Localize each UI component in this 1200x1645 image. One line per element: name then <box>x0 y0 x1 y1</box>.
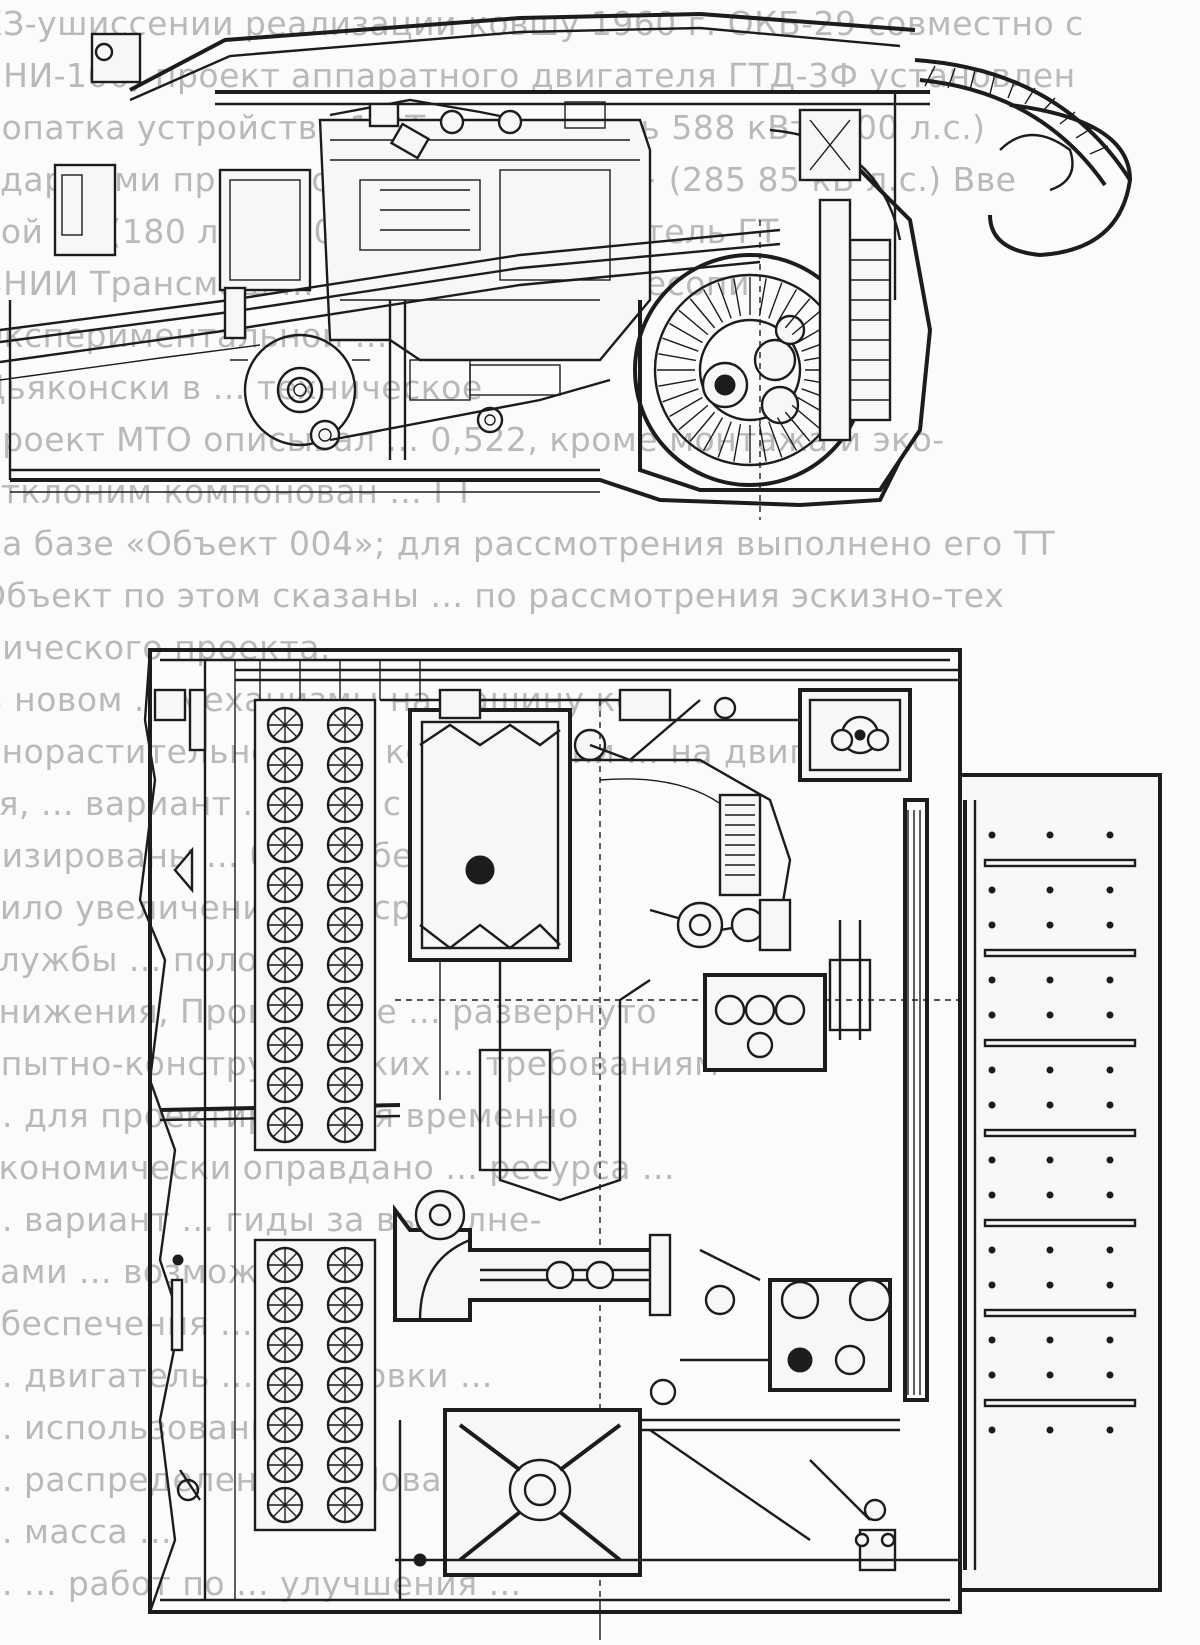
background-text-line: ... двигатель ... установки ... <box>0 1356 493 1395</box>
background-text-line: экономически оправдано ... ресурса ... <box>0 1148 675 1187</box>
background-text-line: чило увеличения ... и сроку <box>0 888 474 927</box>
background-text-line: проект МТО описывал ... 0,522, кроме мон… <box>0 420 945 459</box>
background-text-line: обеспечения ... <box>0 1304 253 1343</box>
background-text-line: ... масса ... <box>0 1512 173 1551</box>
background-text-line: ... ... работ по ... улучшения ... <box>0 1564 522 1603</box>
background-text-line: ... распределение ... Нова- <box>0 1460 455 1499</box>
background-text-line: лизированы ... было обеспе <box>0 836 475 875</box>
side-section-drawing <box>0 11 1133 520</box>
background-text-line: ХЗ-ушиссении реализации ковшу 1960 г. ОК… <box>0 4 1084 43</box>
background-text-line: на базе «Объект 004»; для рассмотрения в… <box>0 524 1056 563</box>
background-text-line: Объект по этом сказаны ... по рассмотрен… <box>0 576 1005 615</box>
background-text-line: Дьяконски в ... техническое <box>0 368 483 407</box>
